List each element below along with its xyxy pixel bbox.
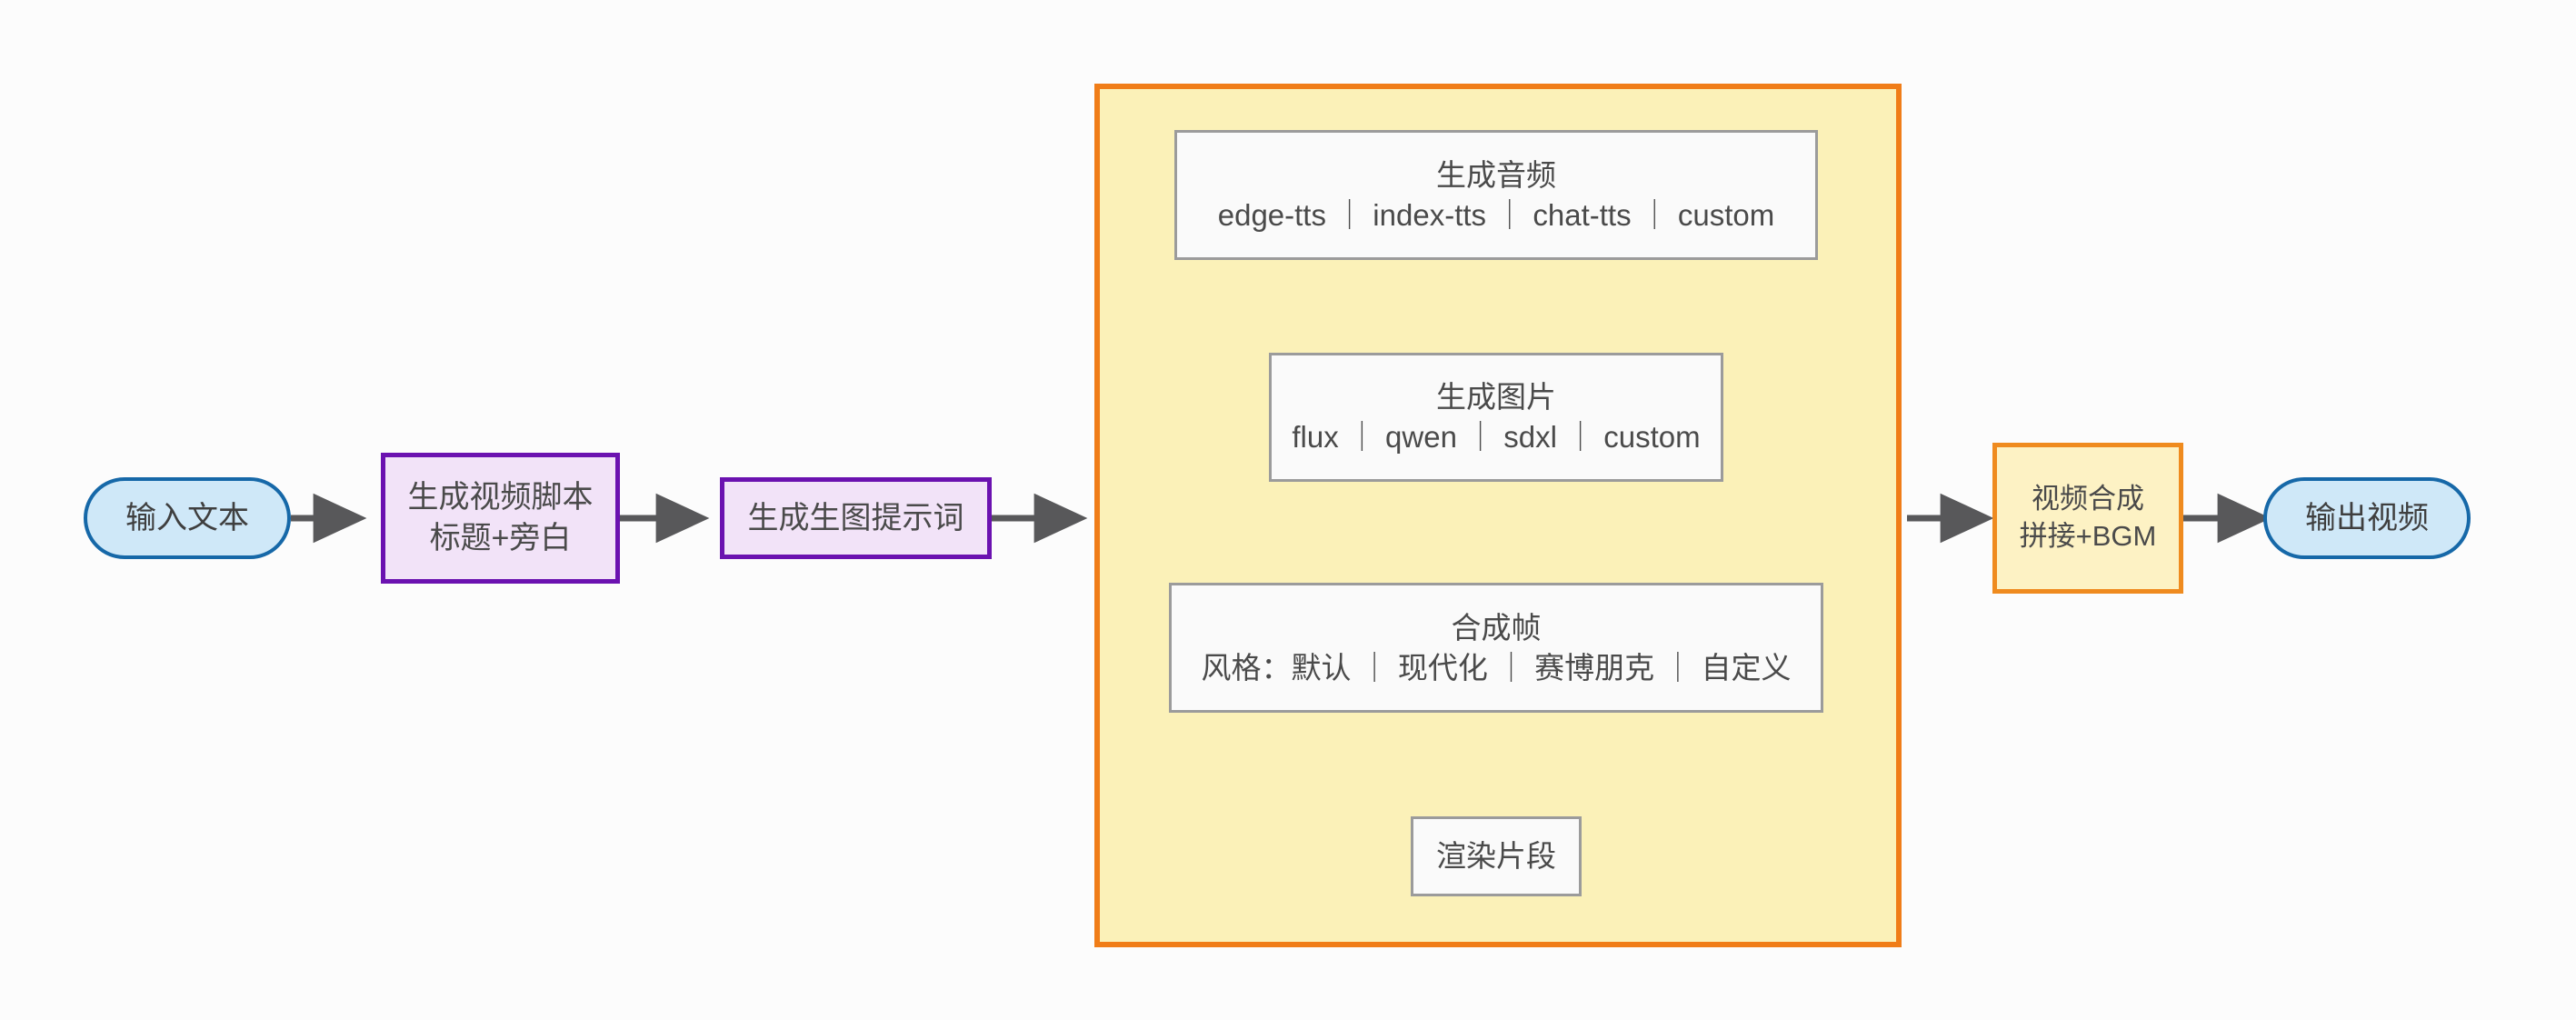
node-render-segment[interactable]: 渲染片段 (1411, 816, 1582, 896)
node-generate-prompt[interactable]: 生成生图提示词 (720, 477, 992, 559)
node-render-segment-label: 渲染片段 (1436, 839, 1556, 874)
node-composite-frame-title: 合成帧 (1451, 610, 1542, 645)
node-generate-audio-options: edge-tts ｜ index-tts ｜ chat-tts ｜ custom (1217, 197, 1775, 232)
node-composite-frame[interactable]: 合成帧 风格：默认 ｜ 现代化 ｜ 赛博朋克 ｜ 自定义 (1169, 583, 1823, 713)
node-output-video[interactable]: 输出视频 (2263, 477, 2471, 559)
node-input-text[interactable]: 输入文本 (84, 477, 291, 559)
node-composite-frame-options: 风格：默认 ｜ 现代化 ｜ 赛博朋克 ｜ 自定义 (1201, 650, 1792, 685)
node-generate-script-line1: 生成视频脚本 (407, 480, 594, 515)
node-video-compose-line1: 视频合成 (2032, 483, 2144, 515)
node-video-compose-line2: 拼接+BGM (2019, 520, 2157, 552)
node-generate-prompt-label: 生成生图提示词 (747, 500, 964, 535)
node-generate-image-options: flux ｜ qwen ｜ sdxl ｜ custom (1292, 420, 1701, 454)
node-output-video-label: 输出视频 (2305, 500, 2429, 535)
node-video-compose[interactable]: 视频合成 拼接+BGM (1992, 443, 2183, 594)
node-generate-script-line2: 标题+旁白 (429, 521, 572, 555)
node-generate-image-title: 生成图片 (1436, 380, 1556, 415)
node-input-text-label: 输入文本 (125, 500, 249, 535)
node-generate-script[interactable]: 生成视频脚本 标题+旁白 (381, 453, 620, 584)
node-generate-image[interactable]: 生成图片 flux ｜ qwen ｜ sdxl ｜ custom (1269, 353, 1723, 482)
node-generate-audio-title: 生成音频 (1436, 157, 1556, 192)
node-generate-audio[interactable]: 生成音频 edge-tts ｜ index-tts ｜ chat-tts ｜ c… (1174, 130, 1818, 260)
